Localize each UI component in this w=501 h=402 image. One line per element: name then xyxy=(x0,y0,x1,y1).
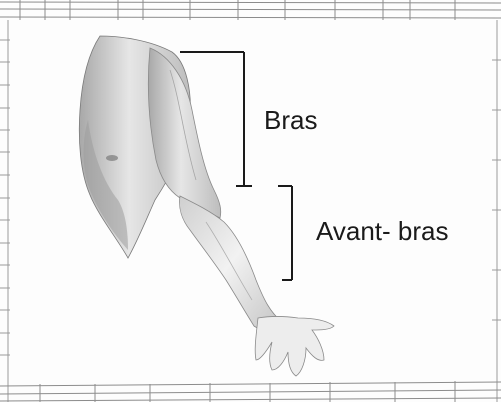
chest-mark xyxy=(106,155,118,161)
forearm-label: Avant- bras xyxy=(316,216,448,246)
upper-arm-label: Bras xyxy=(264,105,317,135)
